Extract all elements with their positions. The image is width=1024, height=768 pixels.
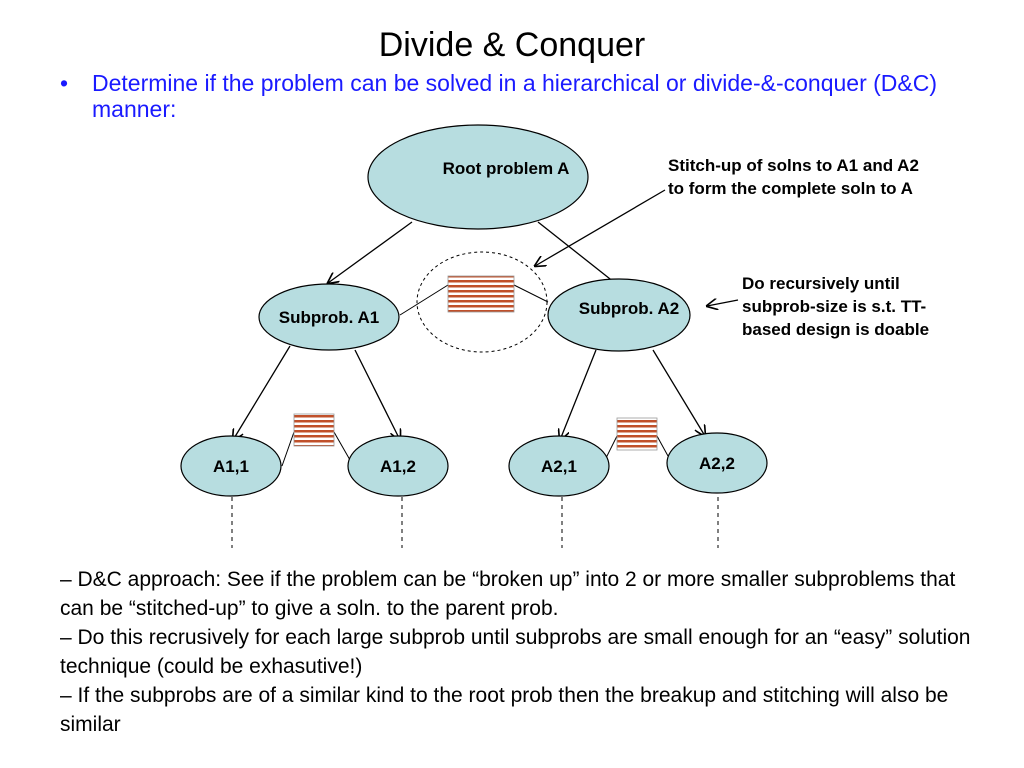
- node-a11: A1,1: [180, 435, 282, 497]
- stitch-connector-a21: [604, 435, 618, 461]
- node-a12: A1,2: [347, 435, 449, 497]
- slide-title: Divide & Conquer: [378, 26, 646, 64]
- node-a12-label: A1,2: [380, 457, 416, 476]
- stitch-connector-left: [399, 284, 449, 316]
- stitch-block-a1: [293, 413, 335, 447]
- note-item: – Do this recrusively for each large sub…: [60, 626, 971, 678]
- stitch-connector-a22: [656, 435, 669, 457]
- stitch-annotation: Stitch-up of solns to A1 and A2 to form …: [668, 154, 919, 200]
- recurse-annotation-line3: based design is doable: [742, 320, 930, 339]
- bullet-marker: •: [60, 70, 69, 96]
- edge-root-a2: [537, 221, 624, 290]
- recurse-annotation-line1: Do recursively until: [742, 274, 900, 293]
- node-root-label: Root problem A: [443, 159, 570, 178]
- edge-a1-a11: [233, 345, 291, 440]
- recurse-annotation-arrow: [707, 300, 739, 306]
- stitch-connector-a12: [333, 431, 351, 461]
- stitch-block-top: [447, 275, 515, 313]
- node-a1-label: Subprob. A1: [279, 308, 379, 327]
- edge-a1-a12: [354, 349, 400, 440]
- note-item: – D&C approach: See if the problem can b…: [60, 568, 956, 620]
- stitch-connector-a11: [281, 431, 295, 467]
- node-a22-label: A2,2: [699, 454, 735, 473]
- stitch-block-a2: [616, 417, 658, 451]
- node-root: Root problem A: [367, 124, 589, 230]
- stitch-connector-right: [513, 284, 549, 303]
- bullet-text: Determine if the problem can be solved i…: [92, 70, 937, 122]
- note-item: – If the subprobs are of a similar kind …: [60, 684, 949, 736]
- edge-root-a1: [328, 221, 413, 283]
- node-a2-label: Subprob. A2: [579, 299, 679, 318]
- edge-a2-a21: [560, 349, 597, 440]
- stitch-annotation-line2: to form the complete soln to A: [668, 179, 913, 198]
- stitch-annotation-line1: Stitch-up of solns to A1 and A2: [668, 156, 919, 175]
- node-a22: A2,2: [666, 432, 768, 494]
- recurse-annotation-line2: subprob-size is s.t. TT-: [742, 297, 927, 316]
- edge-a2-a22: [652, 349, 705, 436]
- node-a21-label: A2,1: [541, 457, 577, 476]
- node-a2: Subprob. A2: [547, 278, 691, 352]
- recurse-annotation: Do recursively until subprob-size is s.t…: [742, 272, 929, 341]
- node-a21: A2,1: [508, 435, 610, 497]
- notes-block: – D&C approach: See if the problem can b…: [60, 565, 980, 739]
- node-a11-label: A1,1: [213, 457, 249, 476]
- node-a1: Subprob. A1: [258, 283, 400, 351]
- stitch-annotation-arrow: [535, 189, 666, 266]
